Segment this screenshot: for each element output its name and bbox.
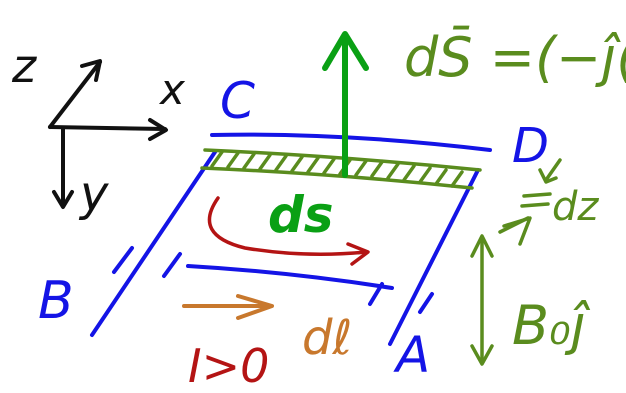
label-current: I>0 — [188, 339, 269, 393]
dl-arrow-head — [236, 294, 274, 320]
dz-arrow-down-head — [538, 168, 558, 184]
tick-mark-right-1 — [368, 282, 384, 306]
axis-up-right — [48, 60, 102, 129]
axis-label-x: x — [158, 65, 186, 114]
field-arrow — [470, 234, 494, 366]
dz-arrow-down — [544, 158, 562, 182]
dl-arrow — [182, 294, 274, 320]
label-ds: ds — [268, 186, 334, 244]
normal-vector — [322, 31, 369, 178]
label-field: B₀ĵ — [512, 294, 591, 357]
dz-arrow-up-head — [502, 216, 532, 246]
axis-horizontal — [48, 125, 167, 131]
tick-mark-left-2 — [162, 252, 182, 278]
corner-label-a: A — [393, 326, 430, 384]
label-ds-vector: dS̄ =(−ĵ( — [404, 26, 626, 89]
loop-bottom-edge — [186, 264, 394, 290]
axis-label-y: y — [78, 166, 109, 222]
circulation-arrowhead — [346, 242, 370, 266]
area-strip — [200, 148, 482, 190]
corner-label-b: B — [38, 271, 74, 331]
axis-horizontal-arrowhead — [148, 118, 168, 141]
dz-equals-bottom — [520, 202, 550, 208]
axis-down-arrowhead — [52, 190, 74, 209]
loop-right-edge — [388, 168, 480, 346]
tick-mark-left-1 — [112, 246, 134, 274]
axis-label-z: z — [11, 39, 37, 93]
field-arrow-head-bottom — [470, 344, 494, 366]
field-arrow-head-top — [470, 234, 494, 258]
circulation-curve — [207, 196, 368, 256]
loop-left-edge — [90, 150, 217, 337]
coordinate-axes — [48, 59, 168, 209]
axis-up-right-arrowhead — [80, 59, 102, 82]
label-dz: dz — [552, 184, 599, 230]
loop-top-edge — [210, 132, 492, 152]
label-dl: dℓ — [302, 310, 352, 366]
dz-equals-top — [522, 192, 552, 198]
dz-marker — [498, 158, 562, 246]
corner-label-d: D — [512, 118, 549, 174]
strip-top-edge — [203, 148, 482, 172]
circulation-arrow — [207, 196, 370, 266]
normal-vector-arrowhead — [322, 31, 369, 71]
strip-bottom-edge — [200, 166, 474, 190]
tick-mark-right-2 — [418, 292, 434, 314]
corner-label-c: C — [220, 72, 255, 130]
loop-outline — [90, 132, 492, 346]
